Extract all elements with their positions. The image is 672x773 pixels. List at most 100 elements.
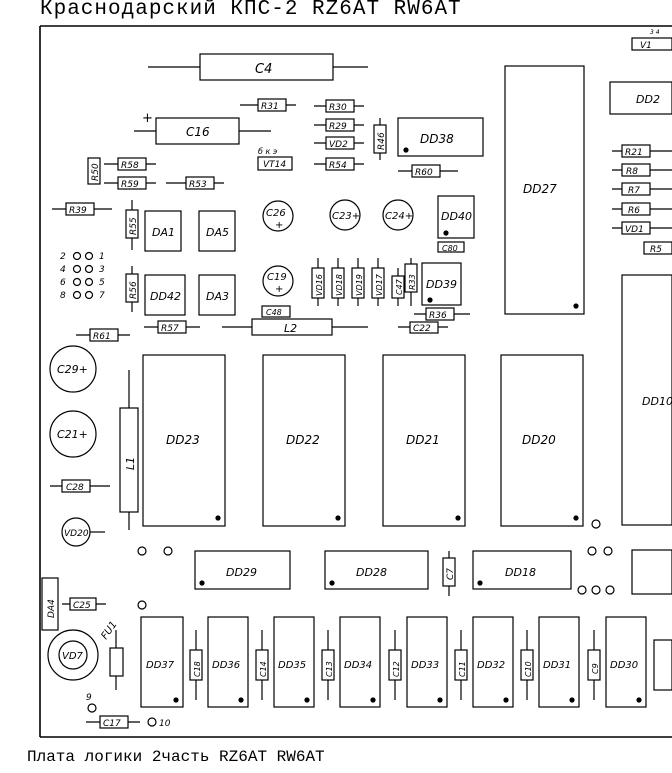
svg-text:R46: R46 (377, 132, 387, 150)
board-title: Краснодарский КПС-2 RZ6AT RW6AT (40, 0, 462, 21)
inductor-l1: L1 (119, 370, 139, 530)
svg-text:C9: C9 (591, 663, 600, 674)
svg-text:C24+: C24+ (385, 211, 413, 222)
capacitor-c18: C18 (189, 630, 203, 700)
svg-text:C11: C11 (458, 661, 467, 677)
capacitor-c19: C19 + (262, 265, 294, 297)
svg-text:DD39: DD39 (426, 278, 457, 291)
svg-text:VD18: VD18 (335, 274, 344, 296)
capacitor-c14: C14 (255, 630, 269, 700)
chip-dd29: DD29 (194, 550, 291, 590)
svg-text:C22: C22 (413, 324, 431, 334)
resistor-r29: R29 (314, 118, 364, 132)
svg-text:R6: R6 (628, 206, 640, 216)
resistor-r54: R54 (314, 157, 364, 171)
chip-dd40: DD40 (437, 195, 475, 239)
svg-text:7: 7 (99, 291, 105, 301)
board-caption: Плата логики 2часть RZ6AT RW6AT (27, 748, 325, 766)
chip-dd39: DD39 (421, 262, 462, 306)
capacitor-c23: C23+ (329, 199, 361, 231)
svg-text:R8: R8 (626, 167, 638, 177)
resistor-r58: R58 (104, 157, 156, 171)
chip-dd35: DD35 (273, 616, 315, 708)
svg-text:VD20: VD20 (64, 529, 89, 539)
svg-text:8: 8 (60, 291, 66, 301)
svg-text:VD1: VD1 (625, 225, 644, 235)
svg-text:DD31: DD31 (543, 660, 571, 671)
svg-text:б к э: б к э (258, 147, 277, 156)
svg-text:R36: R36 (429, 311, 447, 321)
svg-text:C14: C14 (259, 661, 268, 677)
svg-text:DD22: DD22 (286, 433, 320, 447)
resistor-r55: R55 (125, 200, 139, 250)
resistor-r36: R36 (414, 307, 470, 321)
chip-da4: DA4 (41, 577, 59, 631)
svg-text:C26: C26 (266, 208, 286, 219)
svg-text:DD38: DD38 (420, 132, 454, 146)
capacitor-c29: C29+ (49, 345, 97, 393)
svg-text:6: 6 (60, 278, 66, 288)
svg-text:R50: R50 (91, 163, 101, 181)
chip-da5: DA5 (198, 210, 236, 252)
svg-text:C29+: C29+ (57, 363, 88, 376)
capacitor-c11: C11 (454, 630, 468, 700)
svg-text:5: 5 (99, 278, 105, 288)
svg-text:3 4: 3 4 (650, 29, 660, 36)
svg-text:1: 1 (99, 252, 105, 262)
svg-text:DD18: DD18 (505, 566, 536, 579)
resistor-r60: R60 (398, 164, 458, 178)
capacitor-c24: C24+ (382, 199, 414, 231)
chip-dd32: DD32 (472, 616, 514, 708)
chip-dd30: DD30 (605, 616, 647, 708)
svg-text:C19: C19 (267, 272, 287, 283)
capacitor-c28: C28 (50, 479, 110, 493)
svg-text:C12: C12 (392, 661, 401, 677)
chip-dd18: DD18 (472, 550, 572, 590)
resistor-r46: R46 (373, 118, 387, 160)
svg-text:R5: R5 (650, 245, 662, 255)
diode-vd20: VD20 (61, 517, 105, 547)
capacitor-c16: C16 + (134, 111, 271, 145)
svg-text:C16: C16 (186, 125, 210, 139)
capacitor-c26: C26 + (262, 200, 294, 232)
svg-text:DD10: DD10 (642, 395, 672, 408)
svg-text:DD28: DD28 (356, 566, 387, 579)
diode-vd2: VD2 (314, 136, 364, 150)
svg-text:R60: R60 (415, 168, 433, 178)
fuse-fu1: FU1 (99, 619, 124, 690)
chip-partial-right (631, 549, 672, 595)
svg-text:VD17: VD17 (375, 273, 384, 296)
resistor-r8: R8 (612, 163, 672, 177)
svg-text:VD16: VD16 (315, 274, 324, 296)
svg-text:+: + (275, 220, 283, 231)
svg-text:C13: C13 (325, 661, 334, 677)
svg-text:C48: C48 (266, 308, 282, 317)
svg-text:C21+: C21+ (57, 428, 88, 441)
chip-dd20: DD20 (500, 354, 584, 527)
svg-text:C10: C10 (524, 661, 533, 677)
svg-text:C7: C7 (446, 568, 456, 580)
svg-text:R31: R31 (261, 102, 279, 112)
svg-text:C28: C28 (66, 483, 84, 493)
capacitor-c9: C9 (587, 630, 601, 700)
resistor-r57: R57 (144, 320, 200, 334)
capacitor-c80: C80 (437, 241, 465, 253)
chip-da3: DA3 (198, 274, 236, 316)
resistor-r21: R21 (612, 144, 672, 158)
resistor-r7: R7 (612, 182, 672, 196)
svg-text:R30: R30 (329, 103, 347, 113)
svg-text:DA5: DA5 (206, 226, 229, 239)
chip-dd27: DD27 (504, 65, 585, 315)
chip-dd28: DD28 (324, 550, 429, 590)
chip-dd2-partial: DD2 (609, 81, 672, 115)
svg-text:R33: R33 (408, 274, 417, 290)
capacitor-c22: C22 (398, 321, 448, 334)
chip-dd23: DD23 (142, 354, 226, 527)
svg-text:9: 9 (86, 693, 92, 703)
resistor-r61: R61 (76, 328, 130, 342)
svg-text:VD7: VD7 (62, 651, 84, 662)
chip-dd34: DD34 (339, 616, 381, 708)
svg-text:V1: V1 (640, 41, 652, 51)
capacitor-c4: C4 (148, 53, 368, 81)
svg-text:10: 10 (159, 719, 171, 729)
